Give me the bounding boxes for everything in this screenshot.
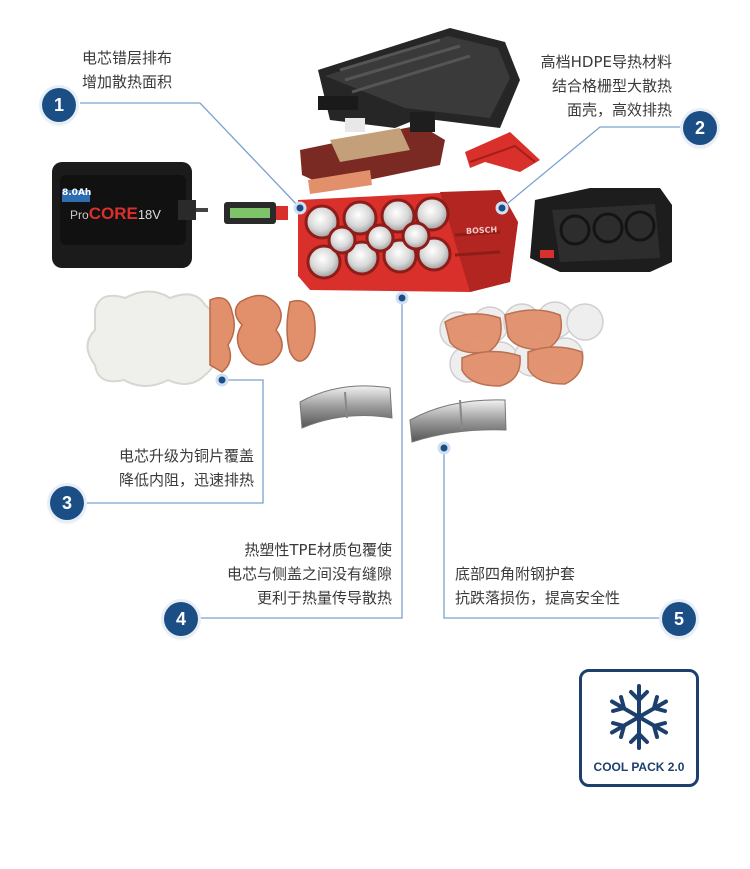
cell-holder-part [298, 190, 518, 292]
callout-2-line-3: 面壳，高效排热 [566, 101, 672, 119]
callout-5-line-1: 底部四角附钢护套 [455, 565, 576, 583]
top-cover-part [318, 28, 520, 128]
steel-guard-right [409, 399, 507, 443]
cool-pack-badge: COOL PACK 2.0 [579, 669, 699, 787]
brand-core: CORE [88, 204, 138, 223]
callout-3-badge: 3 [50, 486, 84, 520]
callout-3-line-1: 电芯升级为铜片覆盖 [118, 447, 254, 465]
callout-3-text: 电芯升级为铜片覆盖 降低内阻，迅速排热 [119, 444, 254, 492]
callout-4-line-3: 更利于热量传导散热 [256, 589, 392, 607]
cell-brand-label: BOSCH [465, 225, 498, 236]
connector-strip-part [224, 202, 288, 224]
callout-2-line-1: 高档HDPE导热材料 [540, 53, 672, 71]
callout-4-line-2: 电芯与侧盖之间没有缝隙 [226, 565, 392, 583]
callout-4-text: 热塑性TPE材质包覆使 电芯与侧盖之间没有缝隙 更利于热量传导散热 [227, 538, 392, 610]
callout-2-badge: 2 [683, 111, 717, 145]
tpe-pad-part [86, 290, 216, 387]
callout-3-line-2: 降低内阻，迅速排热 [118, 471, 254, 489]
callout-1-text: 电芯错层排布 增加散热面积 [82, 46, 172, 94]
callout-2-text: 高档HDPE导热材料 结合格栅型大散热 面壳，高效排热 [541, 50, 672, 122]
leader-lines [80, 102, 712, 619]
callout-1-badge: 1 [42, 88, 76, 122]
cool-pack-label: COOL PACK 2.0 [593, 760, 685, 774]
copper-sheets-right [439, 301, 604, 387]
battery-capacity-label: 8.0Ah [62, 188, 92, 198]
leader-dots [215, 201, 509, 455]
callout-2-line-2: 结合格栅型大散热 [551, 77, 672, 95]
brand-voltage: 18V [137, 207, 161, 222]
callout-5-text: 底部四角附钢护套 抗跌落损伤，提高安全性 [455, 562, 620, 610]
callout-5-line-2: 抗跌落损伤，提高安全性 [455, 589, 621, 607]
brand-pro: Pro [70, 208, 89, 222]
callout-5-badge: 5 [662, 602, 696, 636]
circuit-board-part [300, 112, 445, 194]
battery-brand-label: ProCORE18V [70, 204, 161, 224]
callout-1-line-2: 增加散热面积 [82, 73, 173, 91]
steel-guard-left [299, 385, 393, 429]
red-clip-part [465, 132, 540, 172]
callout-4-line-1: 热塑性TPE材质包覆使 [244, 541, 392, 559]
assembled-battery-pack [52, 162, 208, 268]
snowflake-icon [610, 684, 668, 750]
callout-1-line-1: 电芯错层排布 [82, 49, 173, 67]
copper-sheets-left [209, 294, 316, 373]
side-cover-part [530, 188, 672, 272]
callout-4-badge: 4 [164, 602, 198, 636]
